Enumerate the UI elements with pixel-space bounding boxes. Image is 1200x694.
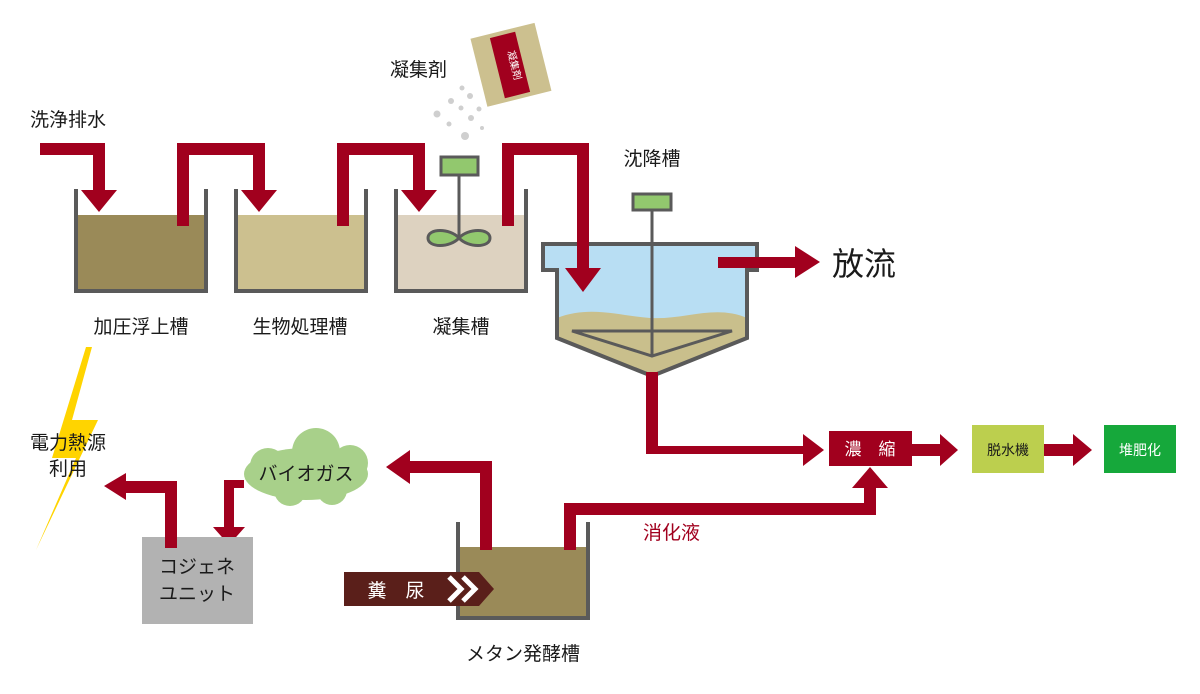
- settling-tank: [541, 192, 759, 379]
- pipe-digestate-to-thickening: [564, 467, 888, 550]
- label-cogen-line1: コジェネ: [159, 556, 235, 578]
- pipe-tank3-to-settling: [502, 143, 601, 292]
- pipe-methane-to-biogas: [386, 450, 492, 550]
- label-biogas: バイオガス: [258, 463, 353, 485]
- dewatering-box: [972, 425, 1044, 473]
- tank-biological-treatment: [234, 189, 368, 293]
- label-power-line1: 電力熱源: [30, 432, 106, 454]
- label-methane-tank: メタン発酵槽: [466, 643, 580, 665]
- label-thickening: 濃 縮: [845, 440, 896, 460]
- tank-pressurized-flotation: [74, 189, 208, 293]
- label-tank3: 凝集槽: [432, 316, 489, 338]
- label-manure: 糞 尿: [367, 580, 424, 602]
- pipe-tank1-to-tank2: [177, 143, 277, 226]
- biogas-cloud-icon: [244, 428, 368, 506]
- pipe-settling-to-thickening: [646, 372, 824, 466]
- pipe-tank2-to-tank3: [337, 143, 437, 226]
- lightning-bolt-icon: [36, 347, 98, 550]
- thickening-box: [829, 431, 912, 466]
- label-digestate: 消化液: [643, 522, 700, 544]
- pipe-cogen-to-power: [104, 473, 177, 548]
- cogeneration-unit-box: [142, 537, 253, 624]
- tank-coagulation: [394, 189, 528, 293]
- label-influent: 洗浄排水: [30, 109, 106, 131]
- coagulant-bag-icon: [470, 22, 552, 107]
- arrow-dewatering-to-composting: [1044, 434, 1092, 466]
- pipe-discharge: [718, 246, 820, 278]
- label-composting: 堆肥化: [1119, 443, 1161, 459]
- label-tank1: 加圧浮上槽: [93, 316, 188, 338]
- pipe-influent: [40, 143, 117, 212]
- label-tank2: 生物処理槽: [252, 316, 347, 338]
- mixer-icon: [426, 155, 492, 247]
- label-cogen-line2: ユニット: [159, 583, 235, 605]
- arrow-thickening-to-dewatering: [912, 434, 958, 466]
- composting-box: [1104, 425, 1176, 473]
- manure-input-arrow: [344, 572, 494, 606]
- coagulant-particles: [433, 85, 484, 140]
- label-coagulant: 凝集剤: [390, 59, 447, 81]
- pipe-biogas-to-cogen: [213, 480, 245, 545]
- label-discharge: 放流: [832, 245, 896, 283]
- label-settling-tank: 沈降槽: [623, 148, 680, 170]
- label-dewatering: 脱水機: [987, 443, 1029, 459]
- label-power-line2: 利用: [49, 458, 87, 480]
